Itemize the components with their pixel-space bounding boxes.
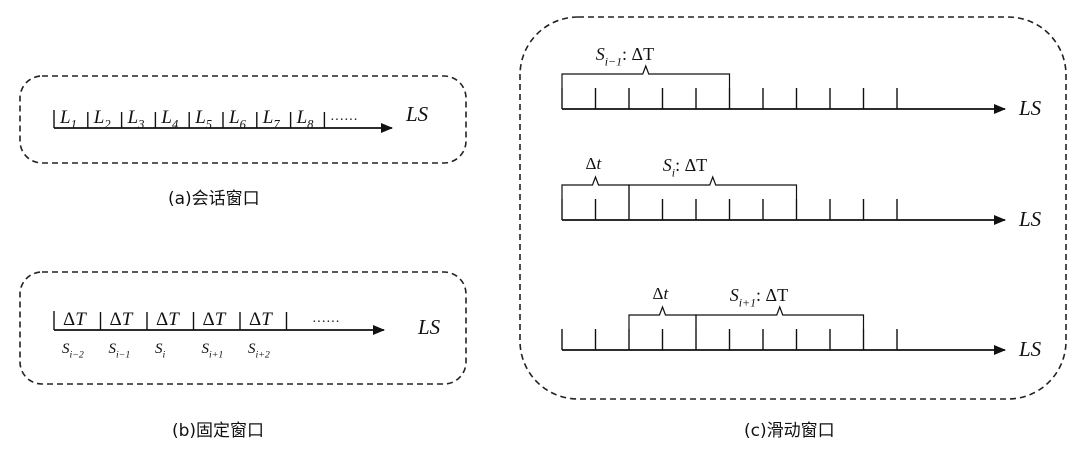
panel-c-axis-label: LS: [1018, 337, 1042, 361]
panel-c-window-brace: [628, 175, 798, 199]
panel-b-ellipsis: ······: [312, 315, 340, 330]
panel-b-window-label: Si−1: [109, 341, 131, 361]
panel-a-segment-label: L4: [160, 107, 178, 132]
panel-c-window-label: Si: ΔT: [663, 155, 707, 179]
panel-a-segment-label: L8: [296, 107, 315, 132]
panel-a-axis-label: LS: [405, 102, 429, 126]
panel-b-caption: (b)固定窗口: [172, 421, 265, 441]
panel-a-segment-label: L5: [194, 107, 212, 132]
panel-c-axis-label: LS: [1018, 207, 1042, 231]
panel-b-axis-label: LS: [417, 315, 441, 339]
panel-a-caption: (a)会话窗口: [168, 189, 260, 209]
panel-c-step-label: Δt: [586, 154, 603, 173]
panel-b-segment-label: ΔT: [110, 309, 134, 330]
panel-b-segment-label: ΔT: [249, 309, 273, 330]
panel-b-window-label: Si−2: [62, 341, 84, 361]
panel-b-segment-label: ΔT: [156, 309, 180, 330]
panel-c-frame: [519, 16, 1067, 400]
panel-c-axis-label: LS: [1018, 96, 1042, 120]
panel-a-segment-label: L3: [127, 107, 145, 132]
panel-b-window-label: Si: [155, 341, 166, 361]
panel-a-frame: [19, 75, 467, 164]
panel-c-window-brace: [695, 305, 865, 329]
panel-c-step-brace: [561, 175, 630, 199]
panel-c-window-label: Si+1: ΔT: [730, 285, 788, 309]
panel-a-segment-label: L2: [93, 107, 111, 132]
panel-a-segment-label: L7: [262, 107, 281, 132]
panel-a-ellipsis: ······: [330, 113, 358, 128]
panel-b-frame: [19, 271, 467, 385]
panel-a-segment-label: L6: [228, 107, 247, 132]
panel-b-window-label: Si+1: [202, 341, 224, 361]
panel-b-window-label: Si+2: [248, 341, 270, 361]
panel-b-segment-label: ΔT: [63, 309, 87, 330]
panel-c-step-label: Δt: [653, 284, 670, 303]
panel-b-segment-label: ΔT: [203, 309, 227, 330]
panel-a-segment-label: L1: [59, 107, 77, 132]
panel-c-caption: (c)滑动窗口: [744, 421, 835, 441]
panel-c-window-label: Si−1: ΔT: [596, 44, 654, 68]
panel-b-timeline: ΔT ΔT ΔT ΔT ΔT Si−2 Si−1 Si Si+1 Si+2 ······ LS: [53, 309, 441, 361]
panel-a-timeline: L1 L2 L3 L4 L5 L6 L7 L8 ······ LS: [53, 102, 429, 133]
panel-c-step-brace: [628, 305, 697, 329]
panel-c-window-brace: [561, 64, 731, 88]
